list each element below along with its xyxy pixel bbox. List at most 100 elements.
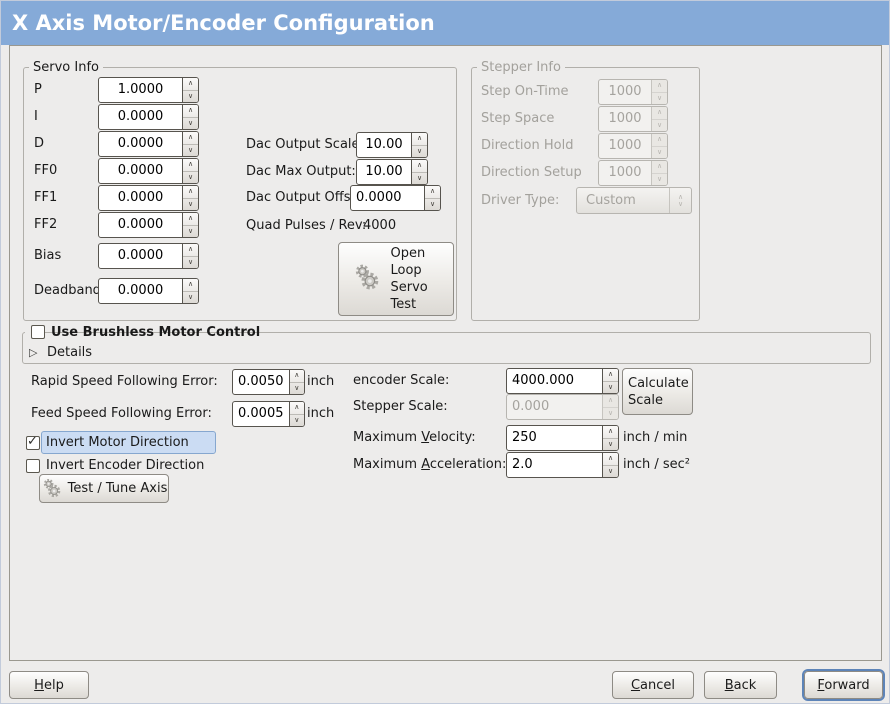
max-velocity-value[interactable]: 250 [512,430,537,445]
dac-output-offset-spinbox[interactable]: 0.0000 ∧∨ [350,185,441,211]
step-on-time-label: Step On-Time [481,84,569,99]
bias-label: Bias [34,248,62,263]
i-spinbox[interactable]: 0.0000 ∧∨ [98,104,199,130]
max-acceleration-spinbox[interactable]: 2.0∧∨ [506,452,619,478]
driver-type-label: Driver Type: [481,193,560,208]
d-value[interactable]: 0.0000 [117,136,164,151]
ff1-value[interactable]: 0.0000 [117,190,164,205]
calculate-scale-button[interactable]: Calculate Scale [622,368,693,415]
use-brushless-checkbox[interactable] [31,325,45,339]
spin-buttons[interactable]: ∧∨ [182,213,198,237]
dac-output-scale-value[interactable]: 10.00 [365,137,403,152]
spin-up-icon: ∧ [187,79,194,87]
rapid-following-error-spinbox[interactable]: 0.0050 ∧∨ [232,369,305,395]
spin-buttons[interactable]: ∧∨ [182,132,198,156]
spin-up-icon: ∧ [187,133,194,141]
dac-max-output-value[interactable]: 10.00 [365,164,403,179]
encoder-scale-spinbox[interactable]: 4000.000 ∧∨ [506,368,619,394]
servo-info-frame [23,67,457,321]
invert-motor-checkbox[interactable]: ✓ [26,434,40,450]
spin-buttons[interactable]: ∧∨ [182,159,198,183]
i-value[interactable]: 0.0000 [117,109,164,124]
spin-buttons[interactable]: ∧∨ [288,402,304,427]
spin-buttons[interactable]: ∧∨ [182,186,198,210]
p-value[interactable]: 1.0000 [117,82,164,97]
step-on-time-value: 1000 [608,84,642,99]
p-label: P [34,82,42,97]
direction-setup-value: 1000 [608,165,642,180]
expander-triangle-icon[interactable]: ▷ [29,346,38,359]
forward-button[interactable]: Forward [804,671,883,699]
d-spinbox[interactable]: 0.0000 ∧∨ [98,131,199,157]
stepper-info-frame [471,67,700,321]
spin-up-icon: ∧ [294,403,300,411]
stepper-scale-label: Stepper Scale: [353,399,448,414]
cancel-button[interactable]: Cancel [612,671,694,699]
dac-output-scale-spinbox[interactable]: 10.00 ∧∨ [356,132,428,158]
stepper-info-legend: Stepper Info [477,60,565,75]
spin-buttons[interactable]: ∧∨ [602,369,618,393]
spin-up-icon: ∧ [187,245,194,253]
spin-buttons[interactable]: ∧∨ [182,78,198,102]
spin-up-icon: ∧ [607,454,614,462]
spin-buttons[interactable]: ∧∨ [288,370,304,394]
spin-buttons[interactable]: ∧∨ [602,453,618,477]
invert-encoder-checkbox[interactable] [26,459,40,473]
spin-down-icon: ∨ [603,437,618,451]
dac-output-offset-value[interactable]: 0.0000 [356,190,402,205]
encoder-scale-value[interactable]: 4000.000 [512,373,575,388]
details-expander-label[interactable]: Details [47,345,93,360]
step-space-spinbox: 1000∧∨ [598,106,668,132]
max-velocity-spinbox[interactable]: 250 ∧∨ [506,425,619,451]
feed-following-error-value[interactable]: 0.0005 [238,406,284,421]
spin-down-icon: ∨ [603,464,618,478]
d-label: D [34,136,45,151]
rapid-following-error-label: Rapid Speed Following Error: [31,374,218,389]
spin-buttons[interactable]: ∧∨ [411,133,427,157]
direction-setup-spinbox: 1000∧∨ [598,160,668,186]
spin-down-icon: ∨ [652,118,667,132]
back-button[interactable]: Back [704,671,777,699]
invert-motor-label-highlight [41,431,216,454]
spin-buttons[interactable]: ∧∨ [182,244,198,268]
deadband-spinbox[interactable]: 0.0000 ∧∨ [98,278,199,304]
max-velocity-unit: inch / min [623,430,688,445]
rapid-following-error-value[interactable]: 0.0050 [238,374,284,389]
direction-hold-label: Direction Hold [481,138,574,153]
help-button[interactable]: Help [9,671,89,699]
spin-buttons[interactable]: ∧∨ [182,279,198,303]
test-tune-axis-button[interactable]: Test / Tune Axis [39,474,169,503]
invert-encoder-label[interactable]: Invert Encoder Direction [46,458,205,473]
dac-max-output-spinbox[interactable]: 10.00 ∧∨ [356,159,428,185]
stepper-scale-value: 0.000 [512,399,550,414]
max-acceleration-value[interactable]: 2.0 [512,457,533,472]
spin-down-icon: ∨ [289,413,304,427]
spin-down-icon: ∨ [412,171,427,185]
ff0-value[interactable]: 0.0000 [117,163,164,178]
spin-up-icon: ∧ [607,396,614,404]
deadband-value[interactable]: 0.0000 [117,283,164,298]
dac-output-offset-label: Dac Output Offset: [246,190,368,205]
feed-following-error-label: Feed Speed Following Error: [31,406,212,421]
spin-buttons: ∧∨ [602,395,618,419]
ff1-spinbox[interactable]: 0.0000 ∧∨ [98,185,199,211]
ff2-spinbox[interactable]: 0.0000 ∧∨ [98,212,199,238]
direction-setup-label: Direction Setup [481,165,582,180]
p-spinbox[interactable]: 1.0000 ∧∨ [98,77,199,103]
ff2-value[interactable]: 0.0000 [117,217,164,232]
open-loop-servo-test-button[interactable]: Open Loop Servo Test [338,242,454,316]
spin-buttons[interactable]: ∧∨ [424,186,440,210]
spin-down-icon: ∨ [412,144,427,158]
spin-up-icon: ∧ [187,106,194,114]
spin-up-icon: ∧ [656,162,663,170]
bias-value[interactable]: 0.0000 [117,248,164,263]
spin-buttons[interactable]: ∧∨ [411,160,427,184]
invert-motor-label[interactable]: Invert Motor Direction [46,435,189,450]
feed-following-error-spinbox[interactable]: 0.0005∧∨ [232,401,305,427]
spin-down-icon: ∨ [183,170,198,184]
spin-buttons[interactable]: ∧∨ [602,426,618,450]
bias-spinbox[interactable]: 0.0000 ∧∨ [98,243,199,269]
spin-buttons[interactable]: ∧∨ [182,105,198,129]
ff0-spinbox[interactable]: 0.0000 ∧∨ [98,158,199,184]
